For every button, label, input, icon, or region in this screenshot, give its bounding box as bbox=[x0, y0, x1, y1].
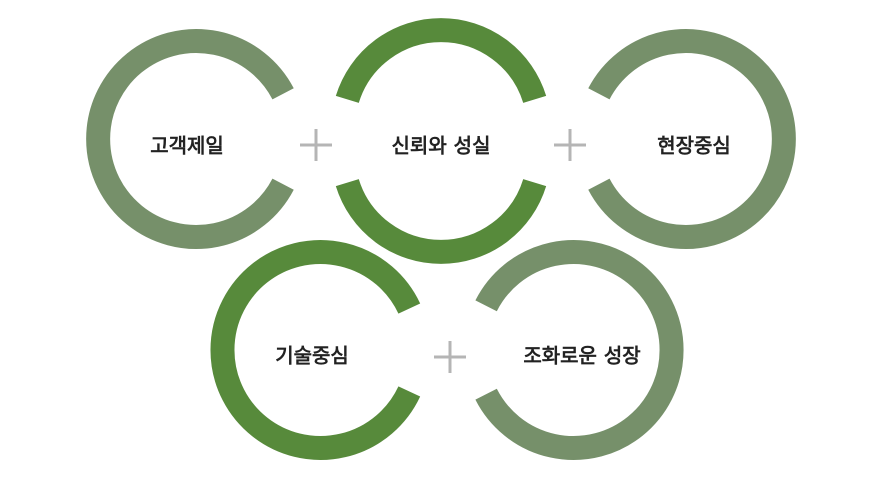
ring-technology-centered: 기술중심 bbox=[210, 240, 421, 460]
ring-customer-first: 고객제일 bbox=[86, 29, 294, 249]
ring-trust-sincerity-label: 신뢰와 성실 bbox=[392, 134, 491, 158]
ring-customer-first-label: 고객제일 bbox=[150, 134, 224, 158]
ring-harmonious-growth-label: 조화로운 성장 bbox=[523, 344, 641, 368]
ring-technology-centered-arc bbox=[210, 240, 421, 460]
plus-connector-3 bbox=[434, 341, 466, 373]
plus-connector-1 bbox=[300, 129, 332, 161]
plus-connector-2 bbox=[554, 129, 586, 161]
ring-field-centered-label: 현장중심 bbox=[657, 134, 731, 158]
ring-harmonious-growth-arc bbox=[475, 240, 684, 460]
ring-trust-sincerity-arc-top bbox=[335, 18, 547, 104]
ring-customer-first-arc bbox=[86, 29, 294, 249]
ring-harmonious-growth: 조화로운 성장 bbox=[475, 240, 684, 460]
ring-technology-centered-label: 기술중심 bbox=[275, 344, 349, 368]
ring-field-centered-arc bbox=[588, 29, 796, 249]
ring-trust-sincerity: 신뢰와 성실 bbox=[335, 18, 547, 264]
ring-trust-sincerity-arc-bottom bbox=[335, 178, 547, 264]
ring-field-centered: 현장중심 bbox=[588, 29, 796, 249]
